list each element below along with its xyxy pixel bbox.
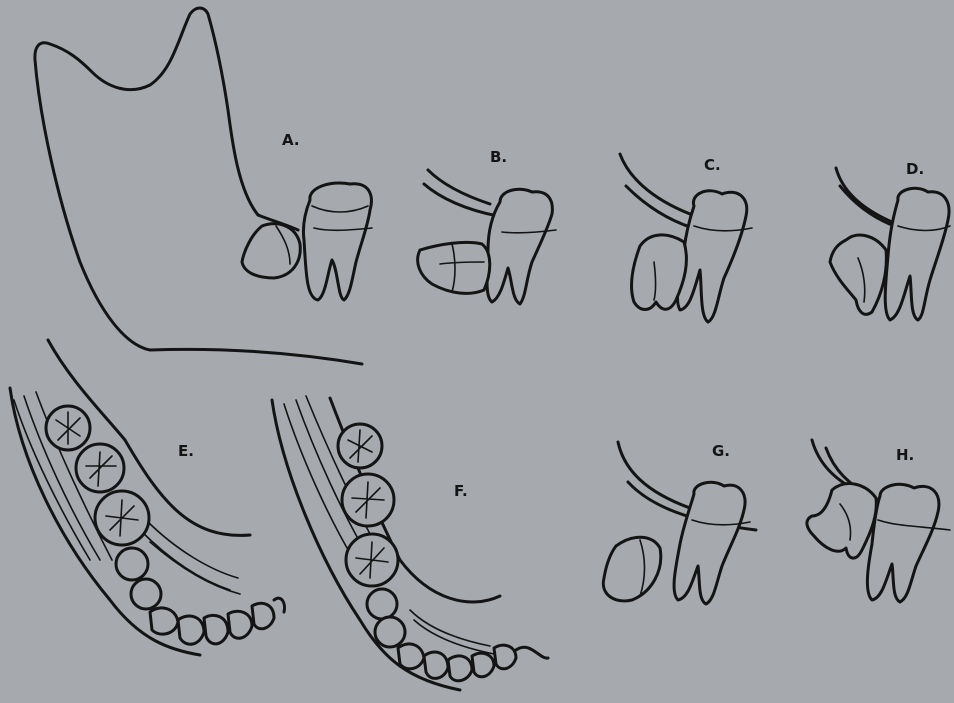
- premolar-e-2: [131, 579, 161, 609]
- incisor-f-3: [472, 653, 494, 677]
- label-f: F.: [454, 482, 468, 500]
- canine-e: [150, 608, 178, 634]
- incisor-f-1: [424, 652, 448, 678]
- molar-g: [674, 482, 745, 604]
- molar-a: [303, 183, 371, 300]
- impacted-tooth-a: [242, 224, 300, 278]
- tooth-figure-b: [418, 170, 556, 304]
- canine-f: [398, 644, 424, 669]
- dental-arch-f: [272, 396, 548, 690]
- incisor-f-2: [448, 656, 472, 681]
- impacted-tooth-h: [807, 484, 876, 558]
- label-d: D.: [906, 160, 924, 178]
- incisor-e-4: [252, 603, 274, 629]
- ramus-edge-b-2: [424, 184, 498, 216]
- premolar-f-1: [367, 589, 397, 619]
- label-a: A.: [282, 131, 300, 149]
- tooth-figure-d: [830, 168, 950, 320]
- molar-b: [487, 189, 552, 304]
- ramus-edge-b-1: [428, 170, 490, 204]
- molar-h: [867, 484, 938, 602]
- premolar-e-1: [116, 548, 148, 580]
- impacted-tooth-c: [632, 235, 687, 310]
- ramus-edge-d-1: [836, 168, 892, 222]
- molar-c: [677, 191, 746, 322]
- ramus-edge-c-1: [620, 154, 690, 214]
- label-h: H.: [896, 446, 914, 464]
- label-c: C.: [704, 156, 721, 174]
- incisor-e-2: [204, 615, 228, 644]
- incisor-e-1: [178, 616, 204, 644]
- dental-arch-e: [10, 340, 285, 655]
- tooth-figure-c: [620, 154, 752, 322]
- ramus-edge-g-1: [618, 442, 690, 508]
- premolar-f-2: [375, 617, 405, 647]
- incisor-e-3: [228, 611, 252, 638]
- mandible-ramus-outline: [35, 8, 362, 364]
- label-b: B.: [490, 148, 507, 166]
- incisor-f-4: [494, 645, 516, 669]
- impacted-tooth-d: [830, 235, 886, 314]
- impacted-tooth-g: [603, 537, 660, 601]
- tooth-figure-a: [242, 183, 372, 300]
- molar-d: [885, 188, 949, 320]
- tooth-figure-g: [603, 442, 756, 604]
- label-g: G.: [712, 442, 730, 460]
- tooth-figure-h: [807, 440, 950, 602]
- label-e: E.: [178, 442, 194, 460]
